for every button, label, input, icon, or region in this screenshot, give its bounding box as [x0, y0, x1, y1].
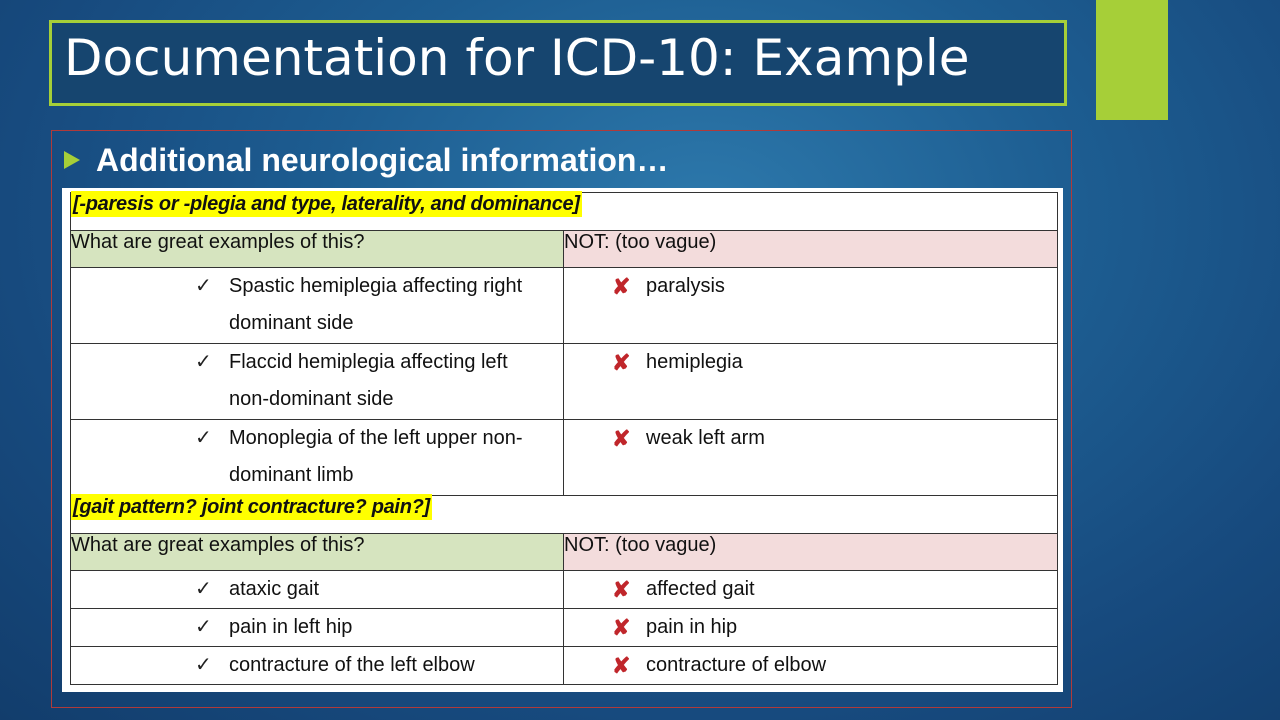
good-example-line: ataxic gait — [229, 578, 320, 600]
table-row: ✓ pain in left hip ✘ pain in hip — [70, 608, 1059, 647]
section-row: [gait pattern? joint contracture? pain?] — [69, 494, 1059, 534]
table-row: ✓ ataxic gait ✘ affected gait — [70, 570, 1059, 609]
good-example-line: Flaccid hemiplegia affecting left — [229, 351, 508, 373]
check-icon: ✓ — [195, 578, 212, 600]
bad-example-cell: ✘ weak left arm — [562, 419, 1059, 496]
cross-icon: ✘ — [612, 615, 631, 640]
examples-table: [-paresis or -plegia and type, lateralit… — [69, 191, 1059, 685]
triangle-right-icon — [64, 151, 80, 169]
table-row: ✓ Flaccid hemiplegia affecting left non-d… — [70, 343, 1059, 420]
bad-example-text: pain in hip — [646, 616, 738, 638]
content-frame — [51, 130, 1072, 708]
bad-example-text: contracture of elbow — [646, 654, 827, 676]
table-row: ✓ contracture of the left elbow ✘ contract… — [70, 646, 1059, 685]
bad-example-text: hemiplegia — [646, 351, 743, 373]
good-example-line: contracture of the left elbow — [229, 654, 475, 676]
cross-icon: ✘ — [612, 653, 631, 678]
bullet-item: Additional neurological information… — [64, 140, 668, 180]
good-header: What are great examples of this? — [70, 533, 564, 571]
bullet-text: Additional neurological information… — [96, 141, 669, 178]
cross-icon: ✘ — [612, 274, 631, 299]
accent-block — [1096, 0, 1168, 120]
cross-icon: ✘ — [612, 426, 631, 451]
header-row: What are great examples of this? NOT: (t… — [70, 533, 1059, 571]
check-icon: ✓ — [195, 427, 212, 449]
bad-example-text: weak left arm — [646, 427, 765, 449]
bad-header: NOT: (too vague) — [562, 533, 1059, 571]
slide-title: Documentation for ICD-10: Example — [64, 29, 970, 87]
good-example-cell: ✓ Flaccid hemiplegia affecting left non-d… — [70, 343, 564, 420]
bad-header: NOT: (too vague) — [562, 230, 1059, 268]
section-row: [-paresis or -plegia and type, lateralit… — [69, 191, 1059, 231]
section-label: [-paresis or -plegia and type, lateralit… — [71, 191, 582, 217]
bad-example-cell: ✘ pain in hip — [562, 608, 1059, 647]
good-example-line: dominant side — [229, 312, 354, 334]
cross-icon: ✘ — [612, 577, 631, 602]
good-example-line: non-dominant side — [229, 388, 394, 410]
good-example-cell: ✓ ataxic gait — [70, 570, 564, 609]
good-example-line: Spastic hemiplegia affecting right — [229, 275, 523, 297]
check-icon: ✓ — [195, 275, 212, 297]
table-image: [-paresis or -plegia and type, lateralit… — [62, 188, 1063, 692]
check-icon: ✓ — [195, 351, 212, 373]
good-example-cell: ✓ Monoplegia of the left upper non- domin… — [70, 419, 564, 496]
good-example-cell: ✓ contracture of the left elbow — [70, 646, 564, 685]
section-label: [gait pattern? joint contracture? pain?] — [71, 494, 432, 520]
good-example-line: dominant limb — [229, 464, 354, 486]
bad-example-cell: ✘ affected gait — [562, 570, 1059, 609]
good-example-cell: ✓ pain in left hip — [70, 608, 564, 647]
section-cell: [-paresis or -plegia and type, lateralit… — [69, 191, 1059, 231]
bad-example-text: affected gait — [646, 578, 755, 600]
good-header: What are great examples of this? — [70, 230, 564, 268]
table-row: ✓ Spastic hemiplegia affecting right domi… — [70, 267, 1059, 344]
title-box: Documentation for ICD-10: Example — [49, 20, 1067, 106]
good-example-line: pain in left hip — [229, 616, 353, 638]
bad-example-cell: ✘ contracture of elbow — [562, 646, 1059, 685]
table-row: ✓ Monoplegia of the left upper non- domin… — [70, 419, 1059, 496]
bad-example-cell: ✘ hemiplegia — [562, 343, 1059, 420]
check-icon: ✓ — [195, 654, 212, 676]
header-row: What are great examples of this? NOT: (t… — [70, 230, 1059, 268]
cross-icon: ✘ — [612, 350, 631, 375]
bad-example-text: paralysis — [646, 275, 725, 297]
check-icon: ✓ — [195, 616, 212, 638]
bad-example-cell: ✘ paralysis — [562, 267, 1059, 344]
section-cell: [gait pattern? joint contracture? pain?] — [69, 494, 1059, 534]
good-example-cell: ✓ Spastic hemiplegia affecting right domi… — [70, 267, 564, 344]
good-example-line: Monoplegia of the left upper non- — [229, 427, 523, 449]
